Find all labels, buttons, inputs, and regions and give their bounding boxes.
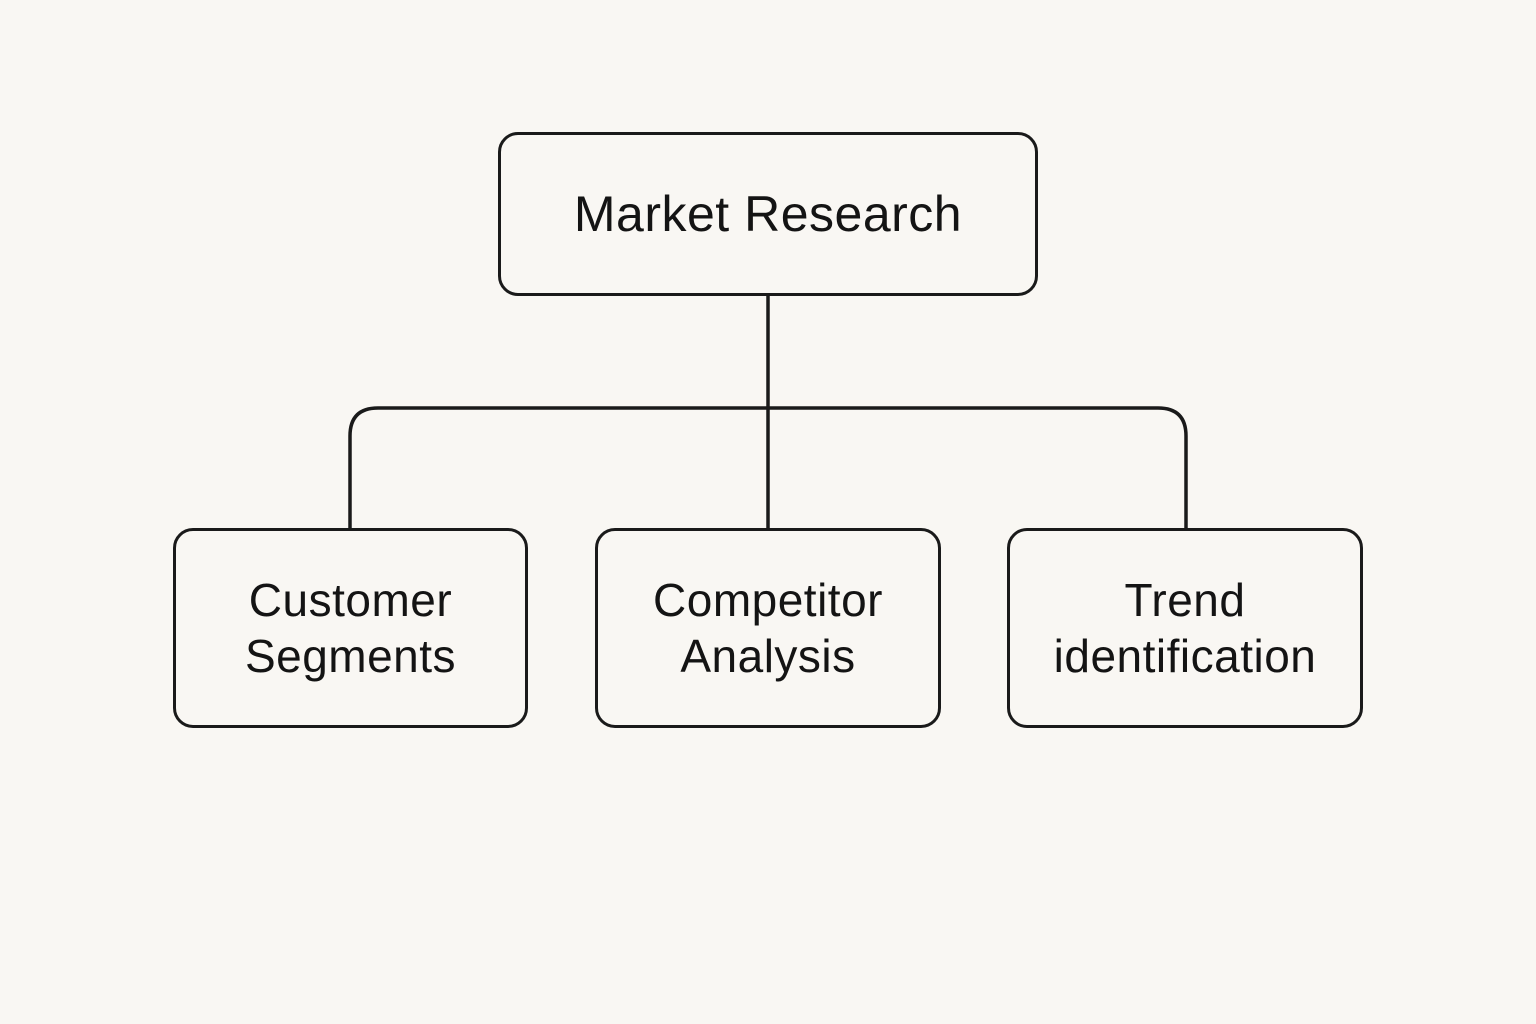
child-node-trend-identification: Trend identification <box>1007 528 1363 728</box>
child-node-label-line1: Competitor <box>653 574 883 626</box>
child-node-label-line1: Trend <box>1124 574 1246 626</box>
child-node-label-line2: Segments <box>244 630 457 682</box>
connector-bar-right <box>768 406 1188 528</box>
root-node-label: Market Research <box>573 186 963 242</box>
child-node-customer-segments: Customer Segments <box>173 528 528 728</box>
child-node-label: Trend identification <box>1054 572 1317 684</box>
child-node-label: Customer Segments <box>245 572 456 684</box>
root-node-market-research: Market Research <box>498 132 1038 296</box>
child-node-competitor-analysis: Competitor Analysis <box>595 528 941 728</box>
child-node-label-line2: Analysis <box>680 630 856 682</box>
child-node-label: Competitor Analysis <box>653 572 883 684</box>
child-node-label-line1: Customer <box>248 574 453 626</box>
connector-bar-left <box>348 406 768 528</box>
child-node-label-line2: identification <box>1053 630 1317 682</box>
